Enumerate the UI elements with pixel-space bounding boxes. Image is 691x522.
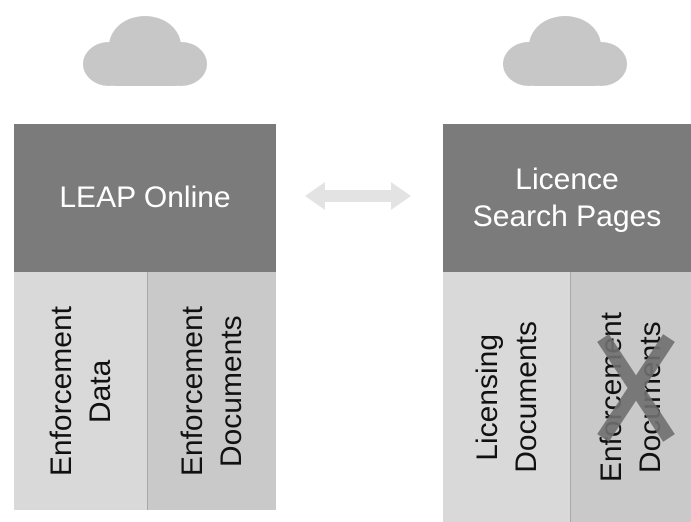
column-label-line2: Documents bbox=[509, 321, 543, 473]
column-label-line1: Enforcement bbox=[44, 305, 78, 477]
column-divider bbox=[147, 272, 148, 510]
enforcement-documents-column: Enforcement Documents bbox=[148, 272, 276, 510]
licence-search-title-line1: Licence bbox=[515, 162, 619, 196]
licence-search-title-line2: Search Pages bbox=[472, 200, 662, 233]
leap-online-title: LEAP Online bbox=[59, 181, 231, 215]
cloud-icon-left bbox=[83, 16, 207, 86]
column-label-line1: Enforcement bbox=[176, 305, 209, 477]
double-arrow-icon bbox=[305, 182, 411, 210]
column-label-line1: Licensing bbox=[470, 333, 504, 461]
licence-search-header: Licence Search Pages bbox=[443, 124, 691, 272]
enforcement-data-column: Enforcement Data bbox=[14, 272, 147, 510]
leap-online-header: LEAP Online bbox=[14, 124, 276, 272]
cloud-icon-right bbox=[503, 16, 627, 86]
column-label-line2: Data bbox=[83, 359, 117, 423]
column-divider bbox=[570, 272, 571, 522]
licensing-documents-column: Licensing Documents bbox=[443, 272, 570, 522]
column-label-line2: Documents bbox=[215, 315, 248, 467]
cross-out-icon bbox=[597, 334, 675, 442]
